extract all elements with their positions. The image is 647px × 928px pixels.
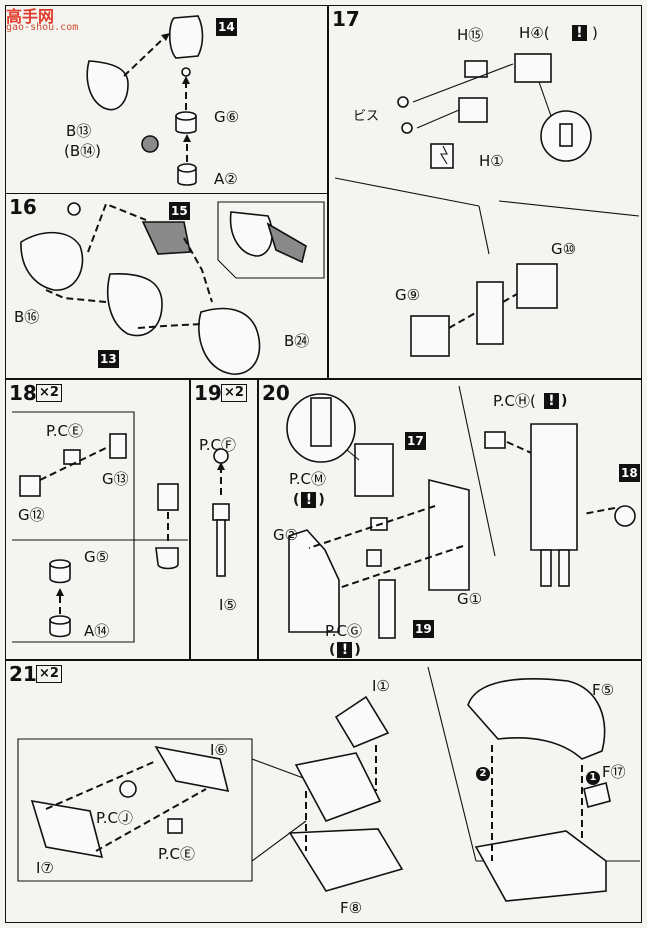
label-pcj: P.CⒿ xyxy=(96,809,133,827)
label-h15: H⑮ xyxy=(457,26,484,44)
watermark-url: gao-shou.com xyxy=(6,22,79,33)
step-18-illustration xyxy=(12,411,188,643)
label-b14: (B⑭) xyxy=(64,142,101,160)
step-20-illustration xyxy=(286,385,636,639)
step-16-number: 16 xyxy=(9,195,37,219)
label-i5: I⑤ xyxy=(219,596,237,614)
order-second: 2 xyxy=(476,767,490,781)
order-first: 1 xyxy=(586,771,600,785)
label-pcm: P.CⓂ xyxy=(289,470,326,488)
step-19-number: 19 xyxy=(194,381,222,405)
step-17-number: 17 xyxy=(332,7,360,31)
label-g10: G⑩ xyxy=(551,240,577,258)
label-pcf: P.CⒻ xyxy=(199,436,236,454)
label-screw: ビス xyxy=(353,109,380,124)
label-g6: G⑥ xyxy=(214,108,240,126)
label-b16: B⑯ xyxy=(14,308,40,326)
multiplier-x2: ×2 xyxy=(36,384,62,402)
label-a2: A② xyxy=(214,170,238,188)
multiplier-x2: ×2 xyxy=(36,665,62,683)
label-f8: F⑧ xyxy=(340,899,363,917)
step-14-panel: 14 B⑬ (B⑭) G⑥ A② xyxy=(5,5,328,194)
warning-mark: !) xyxy=(542,393,567,409)
label-g1: G① xyxy=(457,590,483,608)
ref-part-15: 15 xyxy=(169,202,190,220)
ref-part-13: 13 xyxy=(98,350,119,368)
step-16-illustration xyxy=(20,201,325,375)
label-pce: P.CⒺ xyxy=(158,845,195,863)
step-16-panel: 16 15 13 B⑯ B㉔ xyxy=(5,193,328,379)
step-20-panel: 20 17 18 19 P.CⓂ (!) G② G① P.CⒼ (!) P.CⒽ… xyxy=(258,379,642,660)
step-21-number: 21 xyxy=(9,662,37,686)
label-i1: I① xyxy=(372,677,390,695)
warning-mark: (!) xyxy=(329,642,361,658)
label-b13: B⑬ xyxy=(66,122,92,140)
label-h4: H④( xyxy=(519,24,550,42)
step-19-panel: 19 ×2 P.CⒻ I⑤ xyxy=(190,379,258,660)
label-g9: G⑨ xyxy=(395,286,421,304)
step-18-panel: 18 ×2 P.CⒺ G⑬ G⑫ G⑤ A⑭ xyxy=(5,379,190,660)
label-h1: H① xyxy=(479,152,504,170)
ref-step-14: 14 xyxy=(216,18,237,36)
step-19-illustration xyxy=(212,448,230,577)
label-g5: G⑤ xyxy=(84,548,110,566)
ref-part-17: 17 xyxy=(405,432,426,450)
label-g12: G⑫ xyxy=(18,506,45,524)
label-i6: I⑥ xyxy=(210,741,228,759)
step-18-number: 18 xyxy=(9,381,37,405)
label-h4-close: ) xyxy=(592,24,598,42)
label-pce: P.CⒺ xyxy=(46,422,83,440)
label-b24: B㉔ xyxy=(284,332,310,350)
step-21-panel: 21 ×2 I① I⑥ I⑦ P.CⒿ P.CⒺ F⑧ F⑤ F⑰ 1 2 xyxy=(5,660,642,923)
step-21-illustration xyxy=(17,666,640,902)
label-i7: I⑦ xyxy=(36,859,54,877)
label-g13: G⑬ xyxy=(102,470,129,488)
ref-part-18: 18 xyxy=(619,464,640,482)
label-pcg: P.CⒼ xyxy=(325,622,362,640)
warning-mark: ! xyxy=(570,25,589,41)
label-f5: F⑤ xyxy=(592,681,615,699)
ref-part-19: 19 xyxy=(413,620,434,638)
step-14-illustration xyxy=(86,15,204,186)
step-17-panel: 17 H⑮ H④( ! ) ビス H① G⑩ G⑨ xyxy=(328,5,642,379)
multiplier-x2: ×2 xyxy=(221,384,247,402)
watermark-logo: 高手网 xyxy=(6,7,55,26)
label-f17: F⑰ xyxy=(602,763,626,781)
label-g2: G② xyxy=(273,526,299,544)
step-17-illustration xyxy=(334,53,640,357)
step-20-number: 20 xyxy=(262,381,290,405)
label-a14: A⑭ xyxy=(84,622,110,640)
warning-mark: (!) xyxy=(293,492,325,508)
label-pch: P.CⒽ( xyxy=(493,392,536,410)
